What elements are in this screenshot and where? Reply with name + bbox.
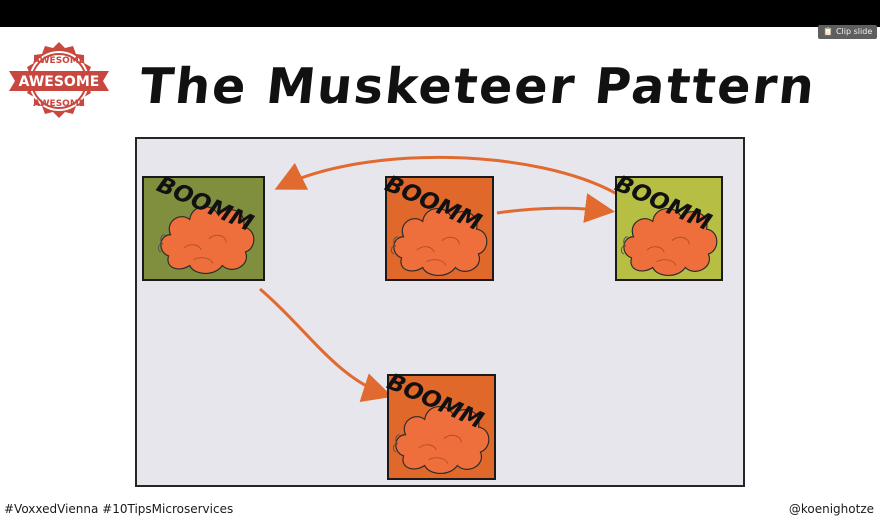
- boom-box-1: BOOMM: [142, 172, 265, 281]
- footer-handle: @koenighotze: [788, 502, 874, 516]
- badge-center-text: AWESOME: [19, 74, 100, 90]
- footer-hashtags: #VoxxedVienna #10TipsMicroservices: [4, 502, 234, 516]
- badge-bottom-text: AWESOME: [33, 99, 85, 109]
- slide-title: The Musketeer Pattern: [137, 58, 819, 115]
- clipboard-icon: 📋: [823, 27, 833, 36]
- awesome-badge-logo: AWESOME AWESOME AWESOME: [9, 42, 109, 118]
- musketeer-diagram: BOOMM BOOMM BOOMM BOOMM: [135, 137, 745, 487]
- boom-box-3: BOOMM: [611, 171, 723, 281]
- top-bar: [0, 0, 880, 27]
- diagram-canvas: BOOMM BOOMM BOOMM BOOMM: [142, 155, 723, 480]
- boom-box-4: BOOMM: [383, 369, 496, 480]
- clip-slide-label: Clip slide: [835, 27, 873, 36]
- arrow-box2-to-box3: [496, 193, 615, 223]
- arrow-box1-to-box4: [259, 287, 393, 402]
- boom-box-2: BOOMM: [381, 171, 494, 281]
- badge-top-text: AWESOME: [33, 56, 85, 66]
- arrow-box3-to-box1: [274, 155, 618, 196]
- clip-slide-button[interactable]: 📋 Clip slide: [818, 25, 878, 39]
